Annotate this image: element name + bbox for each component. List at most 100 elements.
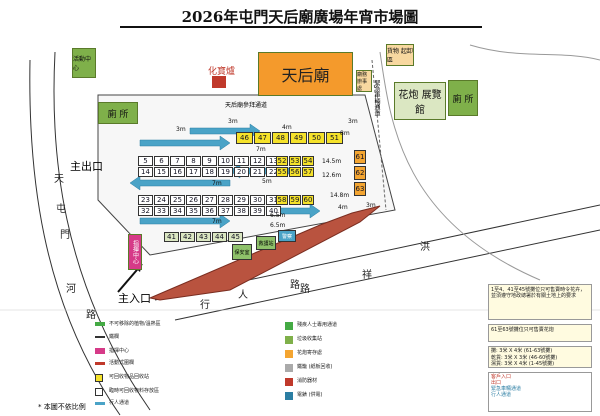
arrow-right-2 bbox=[139, 213, 231, 229]
legend-swatch bbox=[95, 348, 105, 354]
legend-item: 垃圾收集站 bbox=[297, 336, 323, 342]
road-char: 河 bbox=[66, 284, 76, 295]
stall[interactable]: 19 bbox=[218, 167, 233, 177]
stall[interactable]: 50 bbox=[308, 132, 325, 144]
stall[interactable]: 15 bbox=[154, 167, 169, 177]
stall[interactable]: 49 bbox=[290, 132, 307, 144]
stall[interactable]: 54 bbox=[302, 156, 314, 166]
stall[interactable]: 33 bbox=[154, 206, 169, 216]
stall[interactable]: 41 bbox=[164, 232, 179, 242]
stall[interactable]: 40 bbox=[266, 206, 281, 216]
dim-label: 3m bbox=[348, 118, 358, 125]
stall[interactable]: 29 bbox=[234, 195, 249, 205]
stall[interactable]: 5 bbox=[138, 156, 153, 166]
stall[interactable]: 60 bbox=[302, 195, 314, 205]
legend-item: 活動式圍欄 bbox=[109, 360, 135, 366]
main-entrance-label: 主入口 bbox=[118, 292, 151, 305]
footer-note: * 本圖不依比例 bbox=[38, 403, 86, 411]
stall[interactable]: 18 bbox=[202, 167, 217, 177]
stall[interactable]: 62 bbox=[354, 166, 366, 180]
stall[interactable]: 51 bbox=[326, 132, 343, 144]
stall[interactable]: 63 bbox=[354, 182, 366, 196]
right-legend: 客戶入口 出口 緊急車輛通道 行人通道 bbox=[488, 372, 592, 412]
stall[interactable]: 24 bbox=[154, 195, 169, 205]
security-room: 保安室 bbox=[232, 244, 252, 260]
stall[interactable]: 16 bbox=[170, 167, 185, 177]
dim-label: 8m bbox=[340, 130, 350, 137]
stall[interactable]: 9 bbox=[202, 156, 217, 166]
stall[interactable]: 53 bbox=[289, 156, 301, 166]
stall[interactable]: 28 bbox=[218, 195, 233, 205]
legend-swatch bbox=[285, 322, 293, 330]
stall[interactable]: 38 bbox=[234, 206, 249, 216]
stall[interactable]: 17 bbox=[186, 167, 201, 177]
stall-row-3: 14 15 16 17 18 19 20 21 22 bbox=[138, 167, 308, 177]
legend-swatch bbox=[95, 322, 105, 326]
stall[interactable]: 36 bbox=[202, 206, 217, 216]
legend-item: 臨時可回收物料存放區 bbox=[109, 388, 160, 394]
stall[interactable]: 30 bbox=[250, 195, 265, 205]
stall[interactable]: 11 bbox=[234, 156, 249, 166]
stall[interactable]: 59 bbox=[289, 195, 301, 205]
dim-label: 3m bbox=[366, 202, 376, 209]
stall[interactable]: 47 bbox=[254, 132, 271, 144]
stall[interactable]: 42 bbox=[180, 232, 195, 242]
stall[interactable]: 34 bbox=[170, 206, 185, 216]
stall-row-2b: 52 53 54 bbox=[276, 156, 316, 166]
stall[interactable]: 21 bbox=[250, 167, 265, 177]
dim-label: 14.5m bbox=[322, 158, 342, 165]
legend-swatch bbox=[285, 350, 293, 358]
stall[interactable]: 14 bbox=[138, 167, 153, 177]
stall[interactable]: 44 bbox=[212, 232, 227, 242]
stall[interactable]: 23 bbox=[138, 195, 153, 205]
stall[interactable]: 46 bbox=[236, 132, 253, 144]
legend-swatch bbox=[95, 374, 103, 382]
stall[interactable]: 39 bbox=[250, 206, 265, 216]
stall[interactable]: 25 bbox=[170, 195, 185, 205]
legend-swatch bbox=[285, 336, 293, 344]
legend-swatch bbox=[95, 362, 105, 365]
stall[interactable]: 61 bbox=[354, 150, 366, 164]
stall[interactable]: 52 bbox=[276, 156, 288, 166]
dim-label: 6.5m bbox=[270, 222, 286, 229]
stall-row-1: 46 47 48 49 50 51 bbox=[236, 132, 344, 144]
stall[interactable]: 37 bbox=[218, 206, 233, 216]
stall-side: 61 62 63 bbox=[354, 150, 366, 200]
bottom-road-edge-outer bbox=[174, 229, 600, 321]
dim-label: 7m bbox=[212, 180, 222, 187]
stall[interactable]: 27 bbox=[202, 195, 217, 205]
stall[interactable]: 12 bbox=[250, 156, 265, 166]
stall[interactable]: 58 bbox=[276, 195, 288, 205]
cargo-area: 貨物 起卸區 bbox=[386, 44, 414, 66]
stall[interactable]: 45 bbox=[228, 232, 243, 242]
police-post: 警察 bbox=[278, 230, 296, 242]
stall[interactable]: 20 bbox=[234, 167, 249, 177]
legend-swatch bbox=[95, 336, 105, 338]
road-char: 路 bbox=[290, 280, 300, 291]
stall[interactable]: 35 bbox=[186, 206, 201, 216]
legend-item: 行人通道 bbox=[109, 400, 130, 406]
stall-row-4b: 58 59 60 bbox=[276, 195, 316, 205]
stall[interactable]: 48 bbox=[272, 132, 289, 144]
road-char: 行 bbox=[200, 300, 210, 311]
stall[interactable]: 6 bbox=[154, 156, 169, 166]
stall[interactable]: 56 bbox=[289, 167, 301, 177]
stall-size-line: 濕貨: 3米 X 4米 (1-45號攤) bbox=[491, 361, 555, 367]
stall[interactable]: 7 bbox=[170, 156, 185, 166]
stall[interactable]: 26 bbox=[186, 195, 201, 205]
road-char: 洪 bbox=[420, 242, 430, 253]
legend-swatch bbox=[95, 402, 105, 405]
right-legend-item: 緊急車輛通道 bbox=[491, 386, 522, 392]
dim-label: 6.5m bbox=[270, 212, 286, 219]
stall[interactable]: 32 bbox=[138, 206, 153, 216]
stall[interactable]: 57 bbox=[302, 167, 314, 177]
stall[interactable]: 10 bbox=[218, 156, 233, 166]
dim-label: 3m bbox=[176, 126, 186, 133]
stall[interactable]: 43 bbox=[196, 232, 211, 242]
road-char: 門 bbox=[60, 230, 70, 241]
right-road-edge bbox=[379, 51, 541, 281]
legend-swatch bbox=[285, 392, 293, 400]
stall[interactable]: 55 bbox=[276, 167, 288, 177]
dim-label: 4m bbox=[282, 124, 292, 131]
stall[interactable]: 8 bbox=[186, 156, 201, 166]
